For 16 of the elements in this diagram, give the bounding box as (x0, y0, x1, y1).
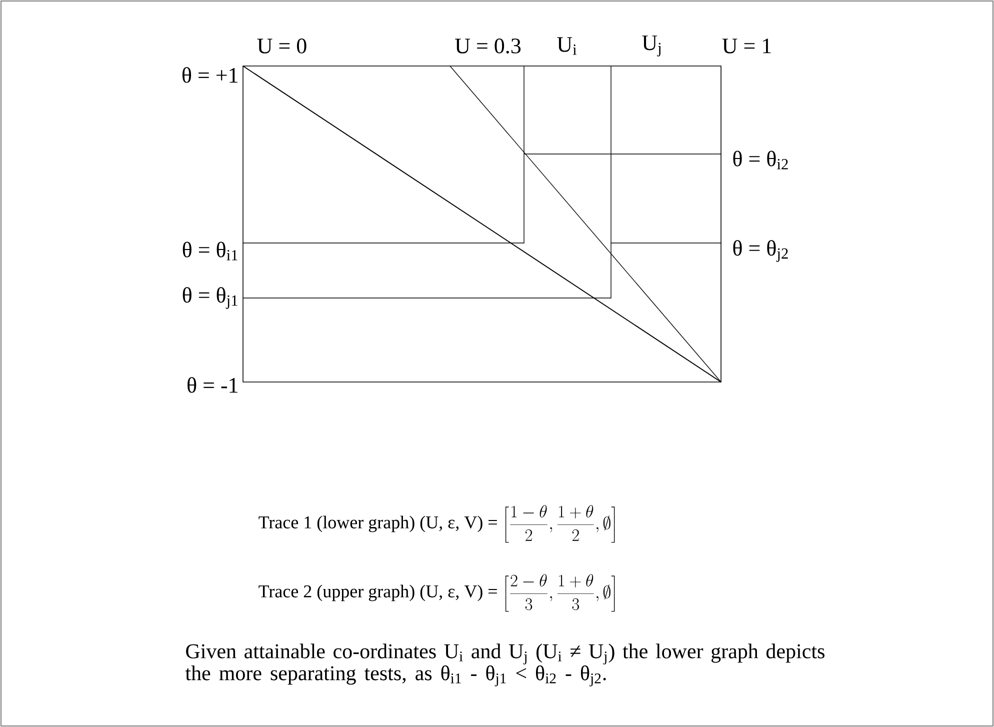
equation-formula: $\left[\frac{1 - \theta}{2}, \frac{1 + \theta}{2}, \emptyset\right]$ (505, 505, 615, 543)
axis-label: U = 0 (257, 38, 306, 54)
axis-label: θ = +1 (182, 67, 238, 83)
axis-label: θ = θ$_{i2}$ (733, 150, 788, 170)
axis-label: U$_{j}$ (642, 36, 660, 56)
axis-label: U$_{i}$ (557, 37, 577, 55)
equation-text: Trace 1 (lower graph) (U, ε, V) = (258, 516, 497, 532)
caption-paragraph: Given attainable co-ordinates U$_{i}$ and U$_{j}$ (U$_{i}$ ≠ U$_{j}$) the lower graph depicts the more separating tests, as θ$_{i1}$ - θ$_{j1}$ < θ$_{i2}$ - θ$_{j2}$. (185, 644, 824, 686)
equation-formula: $\left[\frac{2 - \theta}{3}, \frac{1 + \theta}{3}, \emptyset\right]$ (505, 574, 615, 612)
axis-label: θ = θ$_{j1}$ (182, 287, 238, 309)
equation-text: Trace 2 (upper graph) (U, ε, V) = (258, 584, 497, 602)
axis-label: θ = -1 (188, 377, 238, 393)
axis-label: θ = θ$_{j2}$ (733, 240, 788, 262)
axis-label: θ = θ$_{i1}$ (182, 242, 238, 260)
axis-label: U = 0.3 (455, 38, 521, 54)
axis-label: U = 1 (722, 38, 771, 54)
